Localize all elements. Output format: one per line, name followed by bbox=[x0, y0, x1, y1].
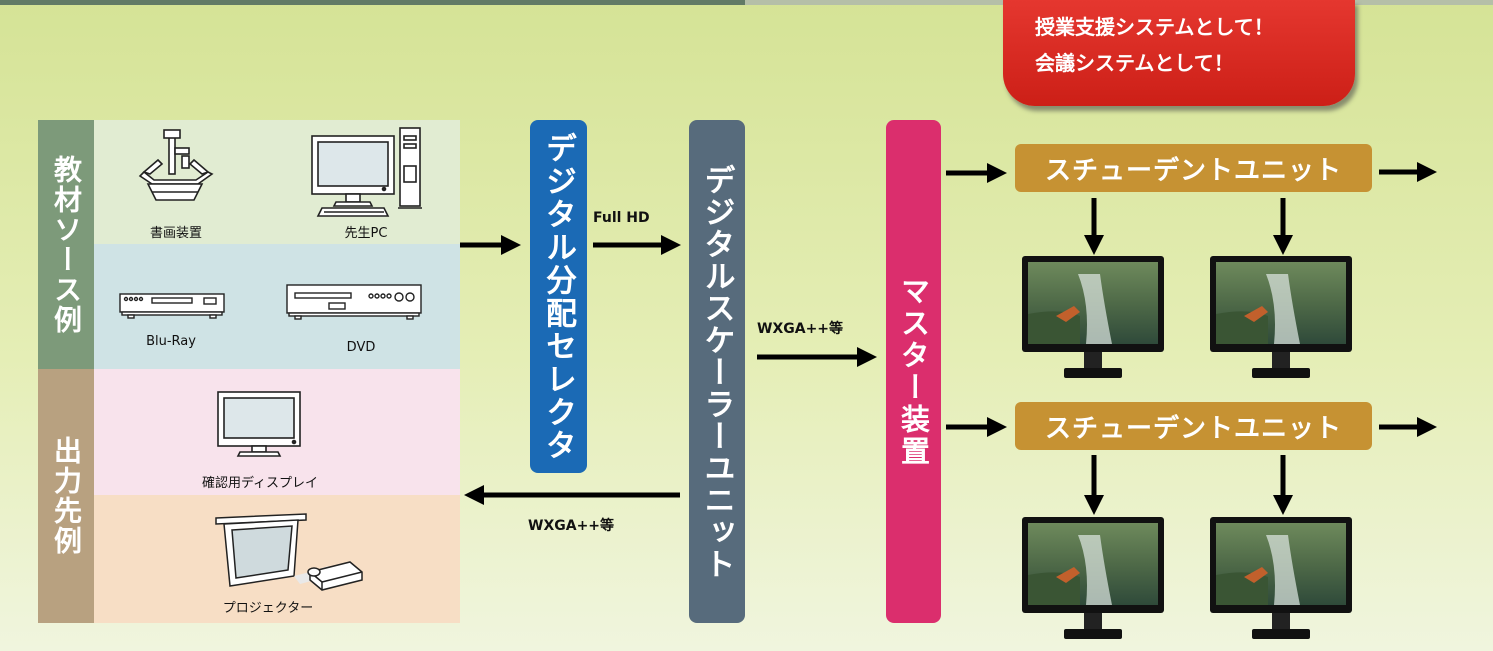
document-camera-label: 書画装置 bbox=[149, 226, 202, 241]
top-bar-left bbox=[0, 0, 745, 5]
digital-distribution-selector: デジタル分配セレクタ bbox=[530, 120, 587, 473]
banner-line-2: 会議システムとして！ bbox=[1035, 51, 1234, 75]
student-unit-1: スチューデントユニット bbox=[1015, 144, 1372, 192]
dvd-label: DVD bbox=[346, 340, 376, 355]
banner-line-1: 授業支援システムとして！ bbox=[1035, 15, 1274, 39]
student-monitor-3 bbox=[1022, 517, 1164, 639]
output-examples-label: 出力先例 bbox=[38, 369, 94, 623]
flow-label-full-hd: Full HD bbox=[593, 210, 650, 226]
check-display-icon bbox=[217, 391, 301, 457]
digital-scaler-unit: デジタルスケーラーユニット bbox=[689, 120, 745, 623]
student-monitor-4 bbox=[1210, 517, 1352, 639]
student-monitor-2 bbox=[1210, 256, 1352, 378]
check-display-label: 確認用ディスプレイ bbox=[201, 476, 319, 491]
flow-label-wxga-output: WXGA++等 bbox=[528, 518, 615, 534]
dvd-player-icon bbox=[286, 284, 422, 320]
feature-banner: 授業支援システムとして！ 会議システムとして！ bbox=[1003, 0, 1355, 106]
master-device: マスター装置 bbox=[886, 120, 941, 623]
teacher-pc-label: 先生PC bbox=[344, 226, 388, 241]
flow-label-wxga-master: WXGA++等 bbox=[757, 321, 844, 337]
projector-icon bbox=[215, 513, 363, 591]
bluray-player-icon bbox=[119, 293, 225, 319]
source-examples-label: 教材ソース例 bbox=[38, 120, 94, 369]
student-unit-2: スチューデントユニット bbox=[1015, 402, 1372, 450]
student-monitor-1 bbox=[1022, 256, 1164, 378]
projector-label: プロジェクター bbox=[222, 601, 314, 616]
document-camera-icon bbox=[138, 129, 214, 201]
teacher-pc-icon bbox=[311, 127, 422, 217]
bluray-label: Blu-Ray bbox=[146, 334, 196, 349]
